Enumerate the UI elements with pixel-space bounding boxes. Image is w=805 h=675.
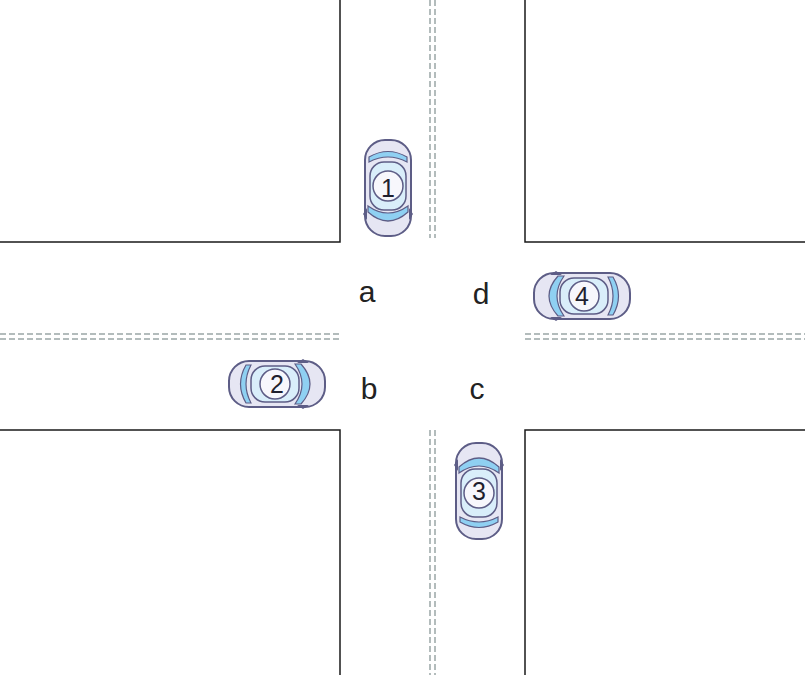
callout-number: 4 (532, 268, 632, 324)
car: 2 (227, 356, 327, 412)
callout-number: 3 (451, 441, 507, 541)
car: 4 (532, 268, 632, 324)
zone-label: a (359, 277, 376, 307)
zone-label: d (473, 279, 490, 309)
callout-number: 2 (227, 356, 327, 412)
zone-label: c (470, 374, 485, 404)
car: 1 (360, 138, 416, 238)
callout-number: 1 (360, 138, 416, 238)
car: 3 (451, 441, 507, 541)
zone-label: b (361, 374, 378, 404)
